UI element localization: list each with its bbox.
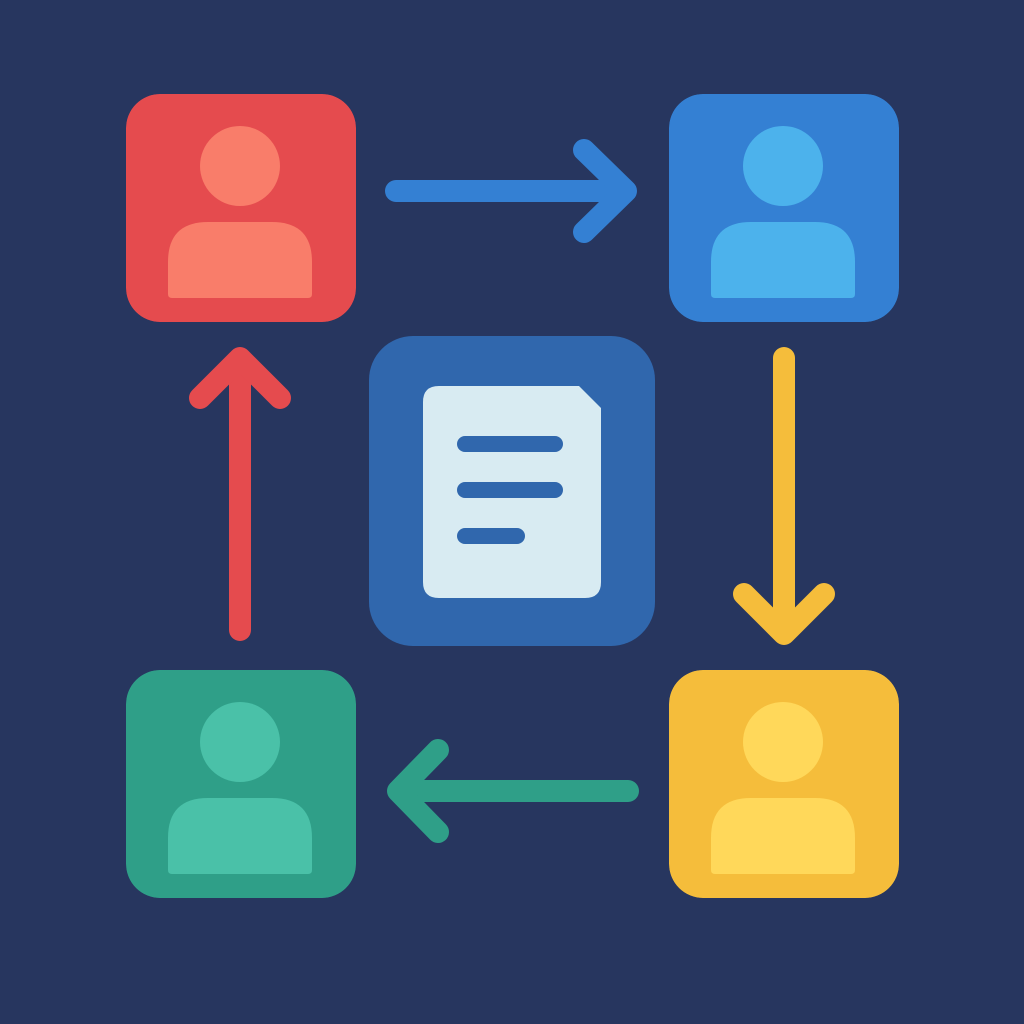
shared-document-tile[interactable] — [369, 336, 655, 646]
user-icon — [168, 126, 312, 298]
user-head — [200, 126, 280, 206]
user-body — [711, 222, 855, 298]
document-line-1 — [457, 436, 563, 452]
document-graphic — [369, 336, 655, 646]
document-icon — [423, 386, 601, 598]
arrow-head-left-icon — [387, 739, 449, 843]
user-tile-blue[interactable] — [669, 94, 899, 322]
user-head — [743, 126, 823, 206]
user-head — [743, 702, 823, 782]
user-red-graphic — [126, 94, 356, 322]
user-yellow-graphic — [669, 670, 899, 898]
user-body — [168, 222, 312, 298]
arrow-head-up-icon — [189, 347, 291, 409]
document-line-2 — [457, 482, 563, 498]
arrow-head-down-icon — [733, 583, 835, 645]
user-head — [200, 702, 280, 782]
user-icon — [711, 702, 855, 874]
user-icon — [168, 702, 312, 874]
arrow-red-to-blue — [385, 139, 637, 243]
document-line-3 — [457, 528, 525, 544]
user-blue-graphic — [669, 94, 899, 322]
user-icon — [711, 126, 855, 298]
arrow-head-right-icon — [573, 139, 637, 243]
arrow-green-to-red — [189, 347, 291, 641]
arrow-blue-to-yellow — [733, 347, 835, 645]
user-tile-red[interactable] — [126, 94, 356, 322]
user-green-graphic — [126, 670, 356, 898]
user-body — [711, 798, 855, 874]
user-body — [168, 798, 312, 874]
user-tile-yellow[interactable] — [669, 670, 899, 898]
arrow-yellow-to-green — [387, 739, 639, 843]
user-tile-green[interactable] — [126, 670, 356, 898]
